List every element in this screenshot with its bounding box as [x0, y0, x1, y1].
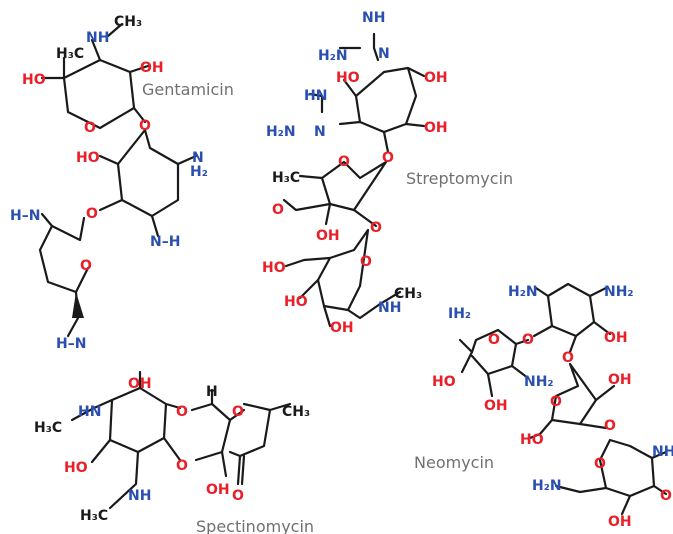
- streptomycin-atom-aldehyde-o: O: [272, 202, 284, 218]
- streptomycin-atom-h2n-2: H₂N: [266, 124, 296, 140]
- streptomycin-atom-oh-2: OH: [424, 120, 448, 136]
- neomycin-atom-nh2-3: NH₂: [652, 444, 673, 460]
- streptomycin-structure: [282, 32, 426, 328]
- spectinomycin-atom-h: H: [206, 384, 218, 400]
- neomycin-atom-nh2: NH₂: [604, 284, 634, 300]
- spectinomycin-atom-h3c: H₃C: [34, 420, 62, 436]
- gentamicin-atom-ring-o-2: O: [80, 258, 92, 274]
- spectinomycin-atom-ch3: CH₃: [282, 404, 310, 420]
- streptomycin-atom-o-link-2: O: [370, 220, 382, 236]
- gentamicin-label: Gentamicin: [142, 80, 234, 99]
- gentamicin-atom-o-link-2: O: [86, 206, 98, 222]
- spectinomycin-atom-ketone-o: O: [232, 488, 244, 504]
- neomycin-atom-ring-o-2: O: [550, 394, 562, 410]
- gentamicin-atom-hn-2: H–N: [56, 336, 86, 352]
- spectinomycin-atom-nh-2: NH: [128, 488, 151, 504]
- streptomycin-atom-oh: OH: [424, 70, 448, 86]
- spectinomycin-atom-ho: HO: [64, 460, 88, 476]
- gentamicin-atom-hn: H–N: [10, 208, 40, 224]
- streptomycin-atom-h2n: H₂N: [318, 48, 348, 64]
- streptomycin-atom-nh-bottom: NH: [378, 300, 401, 316]
- neomycin-atom-ring-o: O: [488, 332, 500, 348]
- neomycin-atom-o-link-3: O: [604, 418, 616, 434]
- spectinomycin-atom-h3c-2: H₃C: [80, 508, 108, 524]
- streptomycin-atom-ring-o-2: O: [360, 254, 372, 270]
- gentamicin-atom-ring-o: O: [84, 120, 96, 136]
- neomycin-atom-h2n-2: H₂N: [532, 478, 562, 494]
- neomycin-atom-nh2-2: NH₂: [524, 374, 554, 390]
- streptomycin-atom-hn: N: [314, 124, 326, 140]
- gentamicin-atom-nh2-h: H₂: [190, 164, 208, 180]
- streptomycin-atom-ho-3: HO: [262, 260, 286, 276]
- neomycin-structure: [458, 282, 668, 516]
- neomycin-atom-o-link: O: [522, 332, 534, 348]
- spectinomycin-atom-ring-o: O: [176, 404, 188, 420]
- neomycin-atom-oh-4: OH: [660, 488, 673, 504]
- streptomycin-atom-nh: N: [378, 46, 390, 62]
- streptomycin-atom-hn-top: HN: [304, 88, 327, 104]
- streptomycin-atom-oh-3: OH: [316, 228, 340, 244]
- streptomycin-atom-oh-bottom: OH: [330, 320, 354, 336]
- neomycin-atom-oh-3: OH: [484, 398, 508, 414]
- spectinomycin-atom-oh: OH: [128, 376, 152, 392]
- spectinomycin-structure: [70, 370, 292, 510]
- neomycin-atom-h2n: H₂N: [508, 284, 538, 300]
- streptomycin-atom-ho-4: HO: [284, 294, 308, 310]
- neomycin-atom-oh-5: OH: [608, 514, 632, 530]
- neomycin-atom-o-link-2: O: [562, 350, 574, 366]
- streptomycin-atom-o-link: O: [382, 150, 394, 166]
- streptomycin-atom-ho: HO: [336, 70, 360, 86]
- neomycin-label: Neomycin: [414, 453, 494, 472]
- streptomycin-label: Streptomycin: [406, 169, 513, 188]
- gentamicin-atom-o-link: O: [139, 118, 151, 134]
- gentamicin-structure: [38, 22, 198, 338]
- spectinomycin-atom-ring-o-3: O: [176, 458, 188, 474]
- gentamicin-atom-ho: HO: [22, 72, 46, 88]
- neomycin-atom-ih2: IH₂: [448, 306, 471, 322]
- streptomycin-atom-ch3: CH₃: [394, 286, 422, 302]
- neomycin-atom-ho: HO: [432, 374, 456, 390]
- spectinomycin-label: Spectinomycin: [196, 517, 314, 534]
- spectinomycin-atom-ring-o-2: O: [232, 404, 244, 420]
- gentamicin-atom-nh-bottom: N–H: [150, 234, 180, 250]
- gentamicin-atom-ho-2: HO: [76, 150, 100, 166]
- neomycin-atom-ring-o-3: O: [594, 456, 606, 472]
- gentamicin-atom-nh: NH: [86, 30, 109, 46]
- neomycin-atom-oh-2: OH: [608, 372, 632, 388]
- gentamicin-atom-oh: OH: [140, 60, 164, 76]
- streptomycin-atom-nh-top: NH: [362, 10, 385, 26]
- gentamicin-atom-ch3-2: H₃C: [56, 46, 84, 62]
- gentamicin-atom-nh2: N: [192, 150, 204, 166]
- spectinomycin-atom-oh-2: OH: [206, 482, 230, 498]
- spectinomycin-atom-nh: HN: [78, 404, 101, 420]
- neomycin-atom-oh: OH: [604, 330, 628, 346]
- neomycin-atom-ho-2: HO: [520, 432, 544, 448]
- gentamicin-atom-ch3: CH₃: [114, 14, 142, 30]
- streptomycin-atom-ring-o: O: [338, 154, 350, 170]
- streptomycin-atom-h3c: H₃C: [272, 170, 300, 186]
